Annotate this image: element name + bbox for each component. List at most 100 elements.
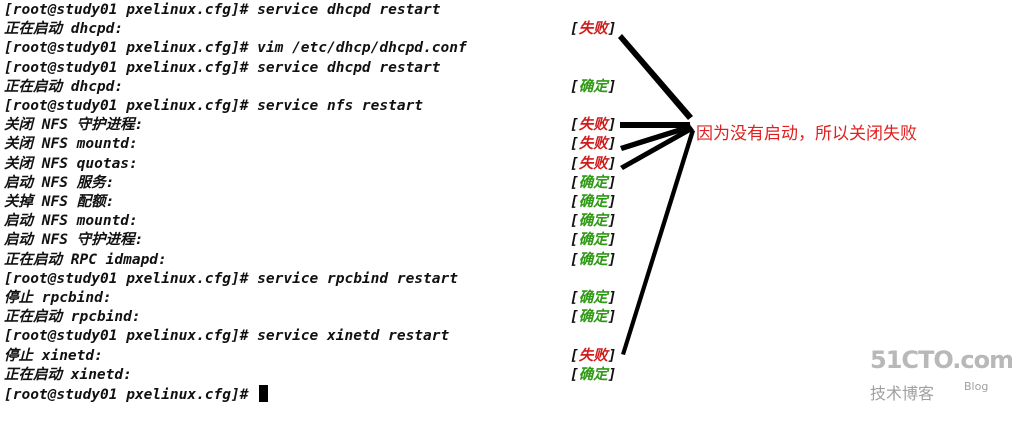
output-line: 关闭 NFS 守护进程: [失败] [4, 116, 644, 135]
bracket-close: ] [607, 155, 617, 172]
bracket-close: ] [607, 78, 617, 95]
output-line: 启动 NFS 服务: [确定] [4, 174, 644, 193]
status-badge: [确定] [570, 78, 616, 97]
line-text: [root@study01 pxelinux.cfg]# vim /etc/dh… [4, 40, 467, 57]
line-text: 停止 xinetd: [4, 347, 103, 364]
line-text: 正在启动 rpcbind: [4, 309, 141, 326]
line-text: 停止 rpcbind: [4, 290, 112, 306]
bracket-close: ] [607, 309, 617, 326]
bracket-open: [ [570, 366, 579, 383]
output-line: 正在启动 rpcbind: [确定] [4, 308, 644, 327]
status-text: 确定 [578, 251, 608, 268]
line-text: 启动 NFS mountd: [4, 213, 138, 230]
status-text: 确定 [578, 290, 608, 306]
status-text: 确定 [578, 232, 608, 249]
bracket-open: [ [570, 117, 579, 134]
bracket-close: ] [607, 213, 617, 230]
line-text: 启动 NFS 守护进程: [4, 232, 144, 249]
line-text: [root@study01 pxelinux.cfg]# service nfs… [4, 98, 424, 114]
bracket-open: [ [570, 174, 579, 191]
status-text: 确定 [578, 174, 608, 191]
bracket-open: [ [570, 347, 579, 364]
status-text: 失败 [578, 155, 608, 172]
status-text: 失败 [578, 117, 608, 134]
bracket-open: [ [570, 194, 579, 210]
bracket-close: ] [607, 232, 617, 249]
line-text: [root@study01 pxelinux.cfg]# [4, 385, 269, 405]
status-badge: [确定] [570, 308, 616, 327]
status-text: 失败 [578, 347, 608, 364]
bracket-open: [ [570, 155, 579, 172]
status-badge: [确定] [570, 251, 616, 270]
line-text: 启动 NFS 服务: [4, 174, 115, 191]
status-text: 确定 [578, 78, 608, 95]
watermark-blog: Blog [964, 380, 989, 393]
arrow-to-line-19 [621, 129, 695, 355]
line-text: [root@study01 pxelinux.cfg]# service dhc… [4, 59, 441, 76]
output-line: 正在启动 dhcpd: [失败] [4, 20, 644, 39]
line-text: [root@study01 pxelinux.cfg]# service dhc… [4, 2, 441, 18]
line-text: [root@study01 pxelinux.cfg]# service rpc… [4, 270, 458, 287]
prompt-line: [root@study01 pxelinux.cfg]# service dhc… [4, 59, 644, 78]
output-line: 启动 NFS 守护进程: [确定] [4, 231, 644, 250]
output-line: 关掉 NFS 配额: [确定] [4, 193, 644, 212]
bracket-open: [ [570, 21, 579, 38]
bracket-close: ] [607, 136, 617, 153]
output-line: 关闭 NFS mountd:[失败] [4, 135, 644, 154]
output-line: 正在启动 xinetd: [确定] [4, 366, 644, 385]
status-badge: [确定] [570, 174, 616, 193]
bracket-close: ] [607, 366, 617, 383]
status-badge: [确定] [570, 193, 616, 212]
line-text: 正在启动 dhcpd: [4, 21, 124, 38]
line-text: 关闭 NFS mountd: [4, 136, 138, 153]
output-line: 停止 xinetd: [失败] [4, 347, 644, 366]
terminal-cursor[interactable] [259, 385, 269, 402]
status-text: 确定 [578, 194, 608, 210]
output-line: 正在启动 RPC idmapd:[确定] [4, 251, 644, 270]
output-line: 停止 rpcbind: [确定] [4, 289, 644, 308]
prompt-line: [root@study01 pxelinux.cfg]# service dhc… [4, 1, 644, 20]
line-text: 关闭 NFS 守护进程: [4, 117, 144, 134]
status-badge: [失败] [570, 20, 616, 39]
watermark: 51CTO.com 技术博客 Blog [860, 346, 1012, 406]
prompt-line: [root@study01 pxelinux.cfg]# vim /etc/dh… [4, 39, 644, 58]
status-badge: [确定] [570, 212, 616, 231]
status-text: 确定 [578, 213, 608, 230]
arrow-to-line-8 [620, 124, 692, 151]
status-badge: [失败] [570, 155, 616, 174]
arrow-to-line-9 [620, 126, 694, 170]
bracket-open: [ [570, 78, 579, 95]
annotation-note: 因为没有启动，所以关闭失败 [696, 124, 917, 144]
status-text: 确定 [578, 366, 608, 383]
bracket-close: ] [607, 251, 617, 268]
status-text: 确定 [578, 309, 608, 326]
watermark-logo: 51CTO.com [870, 346, 1012, 374]
prompt-line: [root@study01 pxelinux.cfg]# service nfs… [4, 97, 644, 116]
bracket-close: ] [607, 290, 617, 306]
output-line: 正在启动 dhcpd:[确定] [4, 78, 644, 97]
status-badge: [确定] [570, 231, 616, 250]
bracket-close: ] [607, 21, 617, 38]
bracket-open: [ [570, 309, 579, 326]
arrow-to-line-7 [620, 122, 690, 128]
status-badge: [失败] [570, 347, 616, 366]
output-line: 启动 NFS mountd: [确定] [4, 212, 644, 231]
bracket-open: [ [570, 213, 579, 230]
line-text: 正在启动 xinetd: [4, 366, 132, 383]
output-line: 关闭 NFS quotas: [失败] [4, 155, 644, 174]
line-text: 关闭 NFS quotas: [4, 155, 138, 172]
prompt-line: [root@study01 pxelinux.cfg]# service xin… [4, 327, 644, 346]
status-badge: [确定] [570, 289, 616, 308]
line-text: 关掉 NFS 配额: [4, 194, 115, 210]
prompt-line: [root@study01 pxelinux.cfg]# service rpc… [4, 270, 644, 289]
status-badge: [失败] [570, 116, 616, 135]
watermark-subtitle: 技术博客 [870, 384, 935, 403]
bracket-open: [ [570, 251, 579, 268]
bracket-open: [ [570, 232, 579, 249]
bracket-open: [ [570, 290, 579, 306]
bracket-open: [ [570, 136, 579, 153]
bracket-close: ] [607, 117, 617, 134]
prompt-line: [root@study01 pxelinux.cfg]# [4, 385, 644, 404]
